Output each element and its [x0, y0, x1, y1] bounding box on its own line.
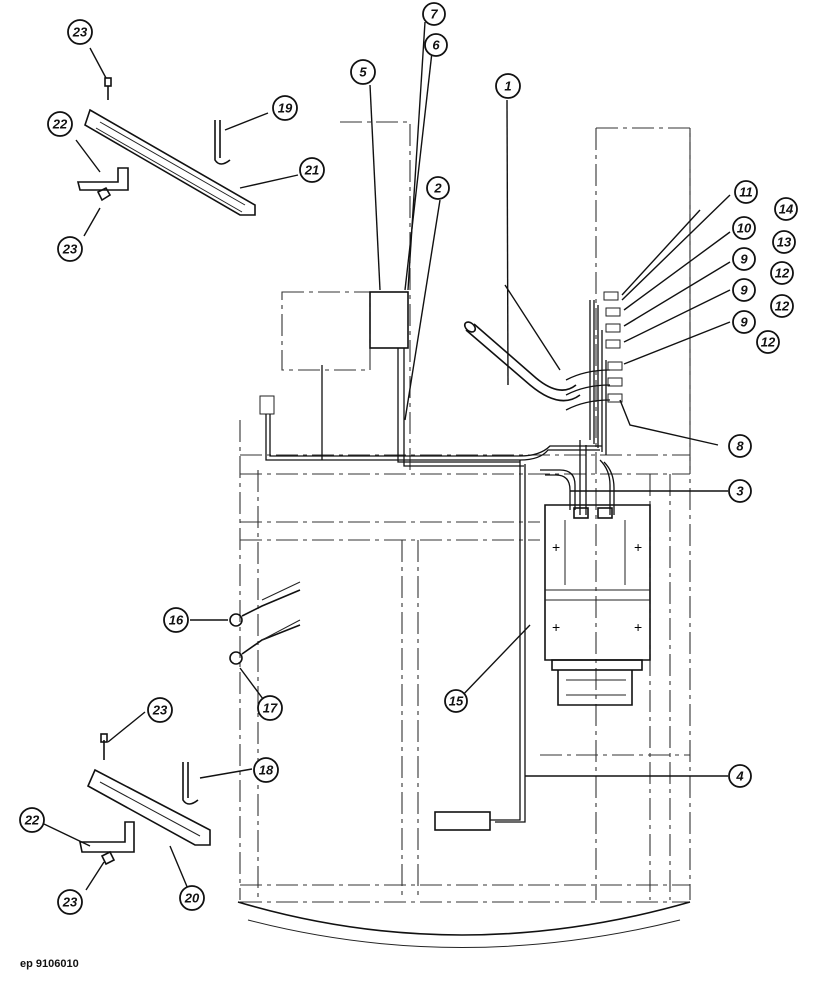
svg-text:23: 23	[152, 703, 168, 718]
callout-9: 9	[732, 278, 756, 302]
svg-text:6: 6	[432, 38, 440, 53]
ring-terminals	[229, 581, 301, 665]
callout-8: 8	[728, 434, 752, 458]
svg-text:12: 12	[775, 266, 790, 281]
svg-text:11: 11	[739, 185, 753, 200]
callout-21: 21	[299, 157, 325, 183]
svg-text:12: 12	[761, 335, 776, 350]
callout-4: 4	[728, 764, 752, 788]
callout-20: 20	[179, 885, 205, 911]
cable-tray-top	[76, 77, 256, 216]
callout-12: 12	[770, 294, 794, 318]
svg-text:18: 18	[259, 763, 274, 778]
callout-19: 19	[272, 95, 298, 121]
svg-text:3: 3	[736, 484, 744, 499]
callout-22: 22	[19, 807, 45, 833]
svg-text:1: 1	[504, 79, 511, 94]
svg-text:9: 9	[740, 315, 748, 330]
svg-text:9: 9	[740, 252, 748, 267]
callout-3: 3	[728, 479, 752, 503]
callout-15: 15	[444, 689, 468, 713]
callout-16: 16	[163, 607, 189, 633]
callout-18: 18	[253, 757, 279, 783]
callout-5: 5	[350, 59, 376, 85]
callout-7: 7	[422, 2, 446, 26]
svg-text:7: 7	[430, 7, 438, 22]
svg-text:8: 8	[736, 439, 744, 454]
cabinet-frame	[237, 121, 691, 948]
svg-text:9: 9	[740, 283, 748, 298]
svg-text:12: 12	[775, 299, 790, 314]
callout-10: 10	[732, 216, 756, 240]
svg-text:23: 23	[62, 242, 78, 257]
callout-23: 23	[67, 19, 93, 45]
svg-text:23: 23	[72, 25, 88, 40]
callout-12: 12	[756, 330, 780, 354]
svg-text:19: 19	[278, 101, 293, 116]
callout-17: 17	[257, 695, 283, 721]
battery-unit: + + + +	[434, 504, 651, 831]
callout-9: 9	[732, 310, 756, 334]
callout-13: 13	[772, 230, 796, 254]
svg-text:22: 22	[52, 117, 68, 132]
cable-harness	[265, 300, 615, 823]
svg-text:21: 21	[304, 163, 319, 178]
svg-text:13: 13	[777, 235, 792, 250]
svg-text:15: 15	[449, 694, 464, 709]
leader-lines	[43, 21, 731, 891]
svg-text:10: 10	[737, 221, 752, 236]
hose	[463, 321, 581, 402]
cable-tray-bottom	[79, 733, 211, 866]
callout-23: 23	[57, 236, 83, 262]
callout-2: 2	[426, 176, 450, 200]
svg-text:+: +	[634, 539, 642, 555]
callout-12: 12	[770, 261, 794, 285]
svg-text:17: 17	[263, 701, 278, 716]
callout-1: 1	[495, 73, 521, 99]
svg-text:+: +	[552, 619, 560, 635]
callout-14: 14	[774, 197, 798, 221]
callout-11: 11	[734, 180, 758, 204]
callout-23: 23	[57, 889, 83, 915]
svg-text:+: +	[552, 539, 560, 555]
svg-text:+: +	[634, 619, 642, 635]
controller-box	[259, 291, 409, 415]
svg-text:20: 20	[184, 891, 200, 906]
svg-text:2: 2	[433, 181, 442, 196]
svg-text:14: 14	[779, 202, 794, 217]
svg-text:4: 4	[735, 769, 744, 784]
svg-text:22: 22	[24, 813, 40, 828]
svg-text:23: 23	[62, 895, 78, 910]
callout-6: 6	[424, 33, 448, 57]
callout-23: 23	[147, 697, 173, 723]
callout-22: 22	[47, 111, 73, 137]
drawing-reference: ep 9106010	[20, 958, 79, 970]
callout-9: 9	[732, 247, 756, 271]
terminal-block	[603, 291, 623, 403]
svg-text:5: 5	[359, 65, 367, 80]
svg-text:16: 16	[169, 613, 184, 628]
